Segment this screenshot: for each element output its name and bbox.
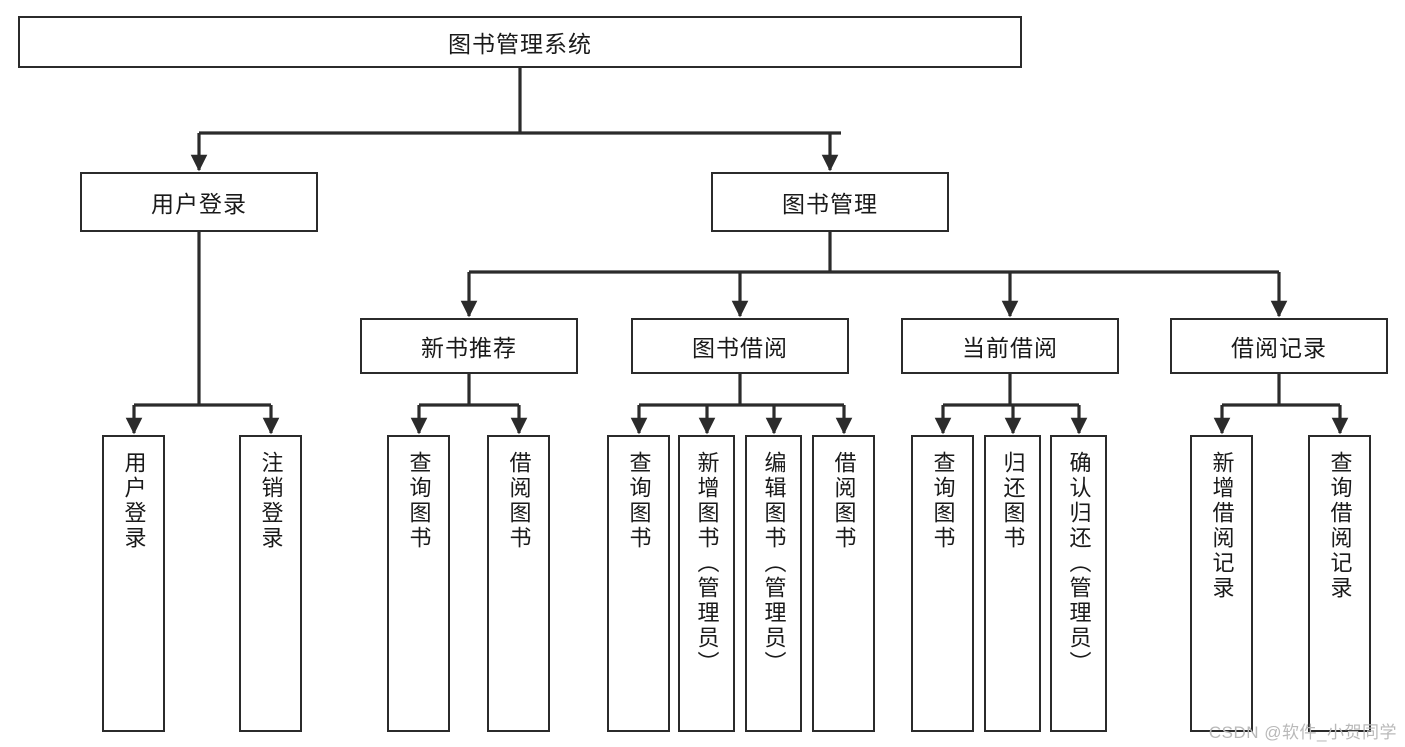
leaf-query-borrowing-record[interactable]: 查询借阅记录 [1308, 435, 1371, 732]
node-user-login[interactable]: 用户登录 [80, 172, 318, 232]
leaf-label: 借阅图书 [506, 451, 532, 551]
leaf-label: 新增图书（管理员） [694, 451, 720, 676]
leaf-return-books[interactable]: 归还图书 [984, 435, 1041, 732]
leaf-query-books-current[interactable]: 查询图书 [911, 435, 974, 732]
leaf-label: 新增借阅记录 [1209, 451, 1235, 601]
node-label: 图书借阅 [692, 335, 788, 361]
node-label: 新书推荐 [421, 335, 517, 361]
leaf-label: 借阅图书 [831, 451, 857, 551]
node-label: 用户登录 [151, 191, 247, 217]
leaf-query-books-borrowing[interactable]: 查询图书 [607, 435, 670, 732]
node-book-borrowing[interactable]: 图书借阅 [631, 318, 849, 374]
leaf-label: 查询图书 [406, 451, 432, 551]
leaf-label: 查询借阅记录 [1327, 451, 1353, 601]
leaf-confirm-return-admin[interactable]: 确认归还（管理员） [1050, 435, 1107, 732]
leaf-label: 编辑图书（管理员） [761, 451, 787, 676]
leaf-label: 确认归还（管理员） [1066, 451, 1092, 676]
leaf-add-book-admin[interactable]: 新增图书（管理员） [678, 435, 735, 732]
leaf-edit-book-admin[interactable]: 编辑图书（管理员） [745, 435, 802, 732]
node-current-borrowing[interactable]: 当前借阅 [901, 318, 1119, 374]
node-label: 图书管理 [782, 191, 878, 217]
node-label: 当前借阅 [962, 335, 1058, 361]
leaf-label: 归还图书 [1000, 451, 1026, 551]
leaf-borrow-books[interactable]: 借阅图书 [812, 435, 875, 732]
leaf-add-borrowing-record[interactable]: 新增借阅记录 [1190, 435, 1253, 732]
leaf-label: 用户登录 [121, 451, 147, 551]
node-book-management[interactable]: 图书管理 [711, 172, 949, 232]
node-root-system[interactable]: 图书管理系统 [18, 16, 1022, 68]
leaf-user-login[interactable]: 用户登录 [102, 435, 165, 732]
leaf-query-books-recommend[interactable]: 查询图书 [387, 435, 450, 732]
watermark: CSDN @软件_小贺同学 [1208, 723, 1397, 742]
node-borrowing-records[interactable]: 借阅记录 [1170, 318, 1388, 374]
node-root-label: 图书管理系统 [448, 31, 592, 57]
leaf-borrow-books-recommend[interactable]: 借阅图书 [487, 435, 550, 732]
leaf-logout[interactable]: 注销登录 [239, 435, 302, 732]
node-new-book-recommendation[interactable]: 新书推荐 [360, 318, 578, 374]
leaf-label: 查询图书 [930, 451, 956, 551]
leaf-label: 注销登录 [258, 451, 284, 551]
node-label: 借阅记录 [1231, 335, 1327, 361]
leaf-label: 查询图书 [626, 451, 652, 551]
